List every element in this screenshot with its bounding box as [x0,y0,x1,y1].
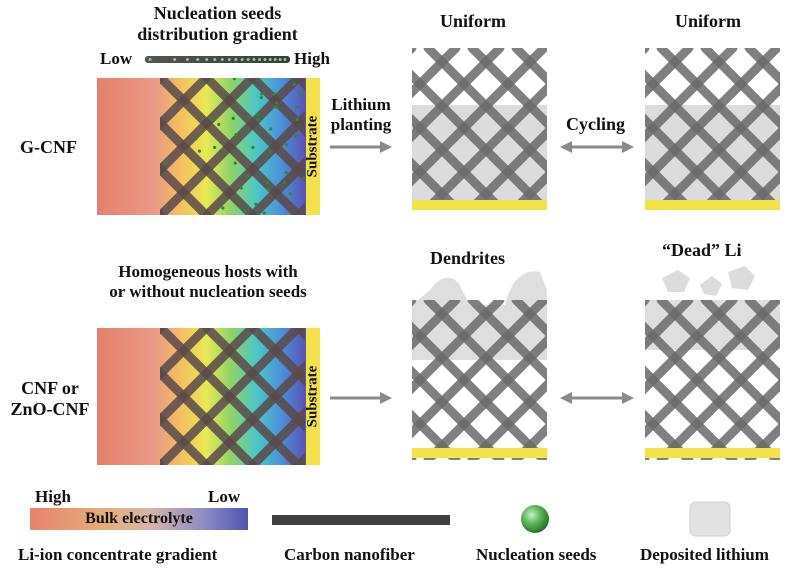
seed-dot [269,58,272,61]
nucleation-seed [260,96,263,99]
dead-li-title: “Dead” Li [662,240,742,261]
seed-dot [252,58,255,61]
nucleation-seed [285,171,288,174]
cnf-row-label: CNF or ZnO-CNF [10,378,90,419]
dead-li-fragment [662,270,690,292]
nucleation-seed [274,106,277,109]
nucleation-seed [213,146,216,149]
nucleation-seed [248,116,251,119]
nucleation-seed [209,117,212,120]
gcnf-substrate-label: Substrate [305,110,322,184]
lithium-planting-arrow [330,141,392,153]
seed-gradient-title-line2: distribution gradient [120,24,315,45]
seed-dot [173,58,176,61]
lithium-planting-line1: Lithium [322,95,400,115]
nucleation-seed [283,181,286,184]
legend-lithium-icon [690,502,730,536]
legend-nanofiber-bar [272,515,450,525]
nucleation-seed [294,134,297,137]
seed-gradient-title-line1: Nucleation seeds [120,3,315,24]
seed-dot [205,58,208,61]
uniform-title-2: Uniform [675,11,741,32]
uniform-title-1: Uniform [440,11,506,32]
gcnf-row-label: G-CNF [20,137,77,158]
nucleation-seed [163,161,166,164]
legend-gradient-caption: Li-ion concentrate gradient [18,545,217,565]
seed-gradient-bar [145,56,290,63]
seed-dot [284,58,287,61]
seed-high-label: High [294,49,330,69]
seed-dot [213,58,216,61]
seed-dot [221,58,224,61]
seed-dot [258,58,261,61]
seed-dot [196,58,199,61]
host-title-line2: or without nucleation seeds [88,282,328,302]
nucleation-seed [268,150,271,153]
legend-high-label: High [35,487,71,507]
planting-arrow-bottom [330,392,392,404]
seed-gradient-title: Nucleation seeds distribution gradient [120,3,315,44]
cycling-arrow-top [560,141,634,153]
nucleation-seed [221,206,224,209]
legend-seeds-caption: Nucleation seeds [476,545,596,565]
nucleation-seed [232,117,235,120]
nucleation-seed [269,127,272,130]
nucleation-seed [301,92,304,95]
seed-dot [241,58,244,61]
nucleation-seed [235,133,238,136]
nucleation-seed [260,92,263,95]
nucleation-seed [254,203,257,206]
nucleation-seed [233,77,236,80]
nucleation-seed [198,149,201,152]
nucleation-seed [194,137,197,140]
nucleation-seed [273,92,276,95]
nucleation-seed [243,209,246,212]
legend-nanofiber-caption: Carbon nanofiber [284,545,415,565]
cnf-row-line1: CNF or [10,378,90,399]
homogeneous-host-title: Homogeneous hosts with or without nuclea… [88,262,328,301]
nucleation-seed [275,101,278,104]
dead-li-fragment [728,266,755,290]
nucleation-seed [240,186,243,189]
seed-dot [186,58,189,61]
seed-dot [274,58,277,61]
nucleation-seed [256,118,259,121]
nucleation-seed [217,123,220,126]
nucleation-seed [246,174,249,177]
legend-low-label: Low [208,487,240,507]
seed-dot [234,58,237,61]
nucleation-seed [285,143,288,146]
seed-dot [149,58,152,61]
cnf-row-line2: ZnO-CNF [10,399,90,420]
seed-dot [228,58,231,61]
nucleation-seed [295,105,298,108]
legend-bulk-electrolyte: Bulk electrolyte [30,510,248,528]
cnf-substrate-label: Substrate [305,360,322,434]
lithium-planting-label: Lithium planting [322,95,400,134]
nucleation-seed [289,192,292,195]
seed-dot [247,58,250,61]
dendrites-title: Dendrites [430,248,505,269]
lithium-planting-line2: planting [322,115,400,135]
nucleation-seed [251,146,254,149]
legend-lithium-caption: Deposited lithium [640,545,769,565]
nucleation-seed [266,181,269,184]
seed-dot [263,58,266,61]
seed-low-label: Low [100,49,132,69]
seed-dot [279,58,282,61]
nucleation-seed [257,113,260,116]
nucleation-seed [234,162,237,165]
nucleation-seed [296,118,299,121]
nucleation-seed [263,212,266,215]
cycling-arrow-bottom [560,392,634,404]
host-title-line1: Homogeneous hosts with [88,262,328,282]
nucleation-seed [293,83,296,86]
nucleation-seed [267,188,270,191]
dead-li-fragment [700,276,722,296]
legend-seed-icon [521,505,549,533]
cycling-label: Cycling [566,114,625,135]
